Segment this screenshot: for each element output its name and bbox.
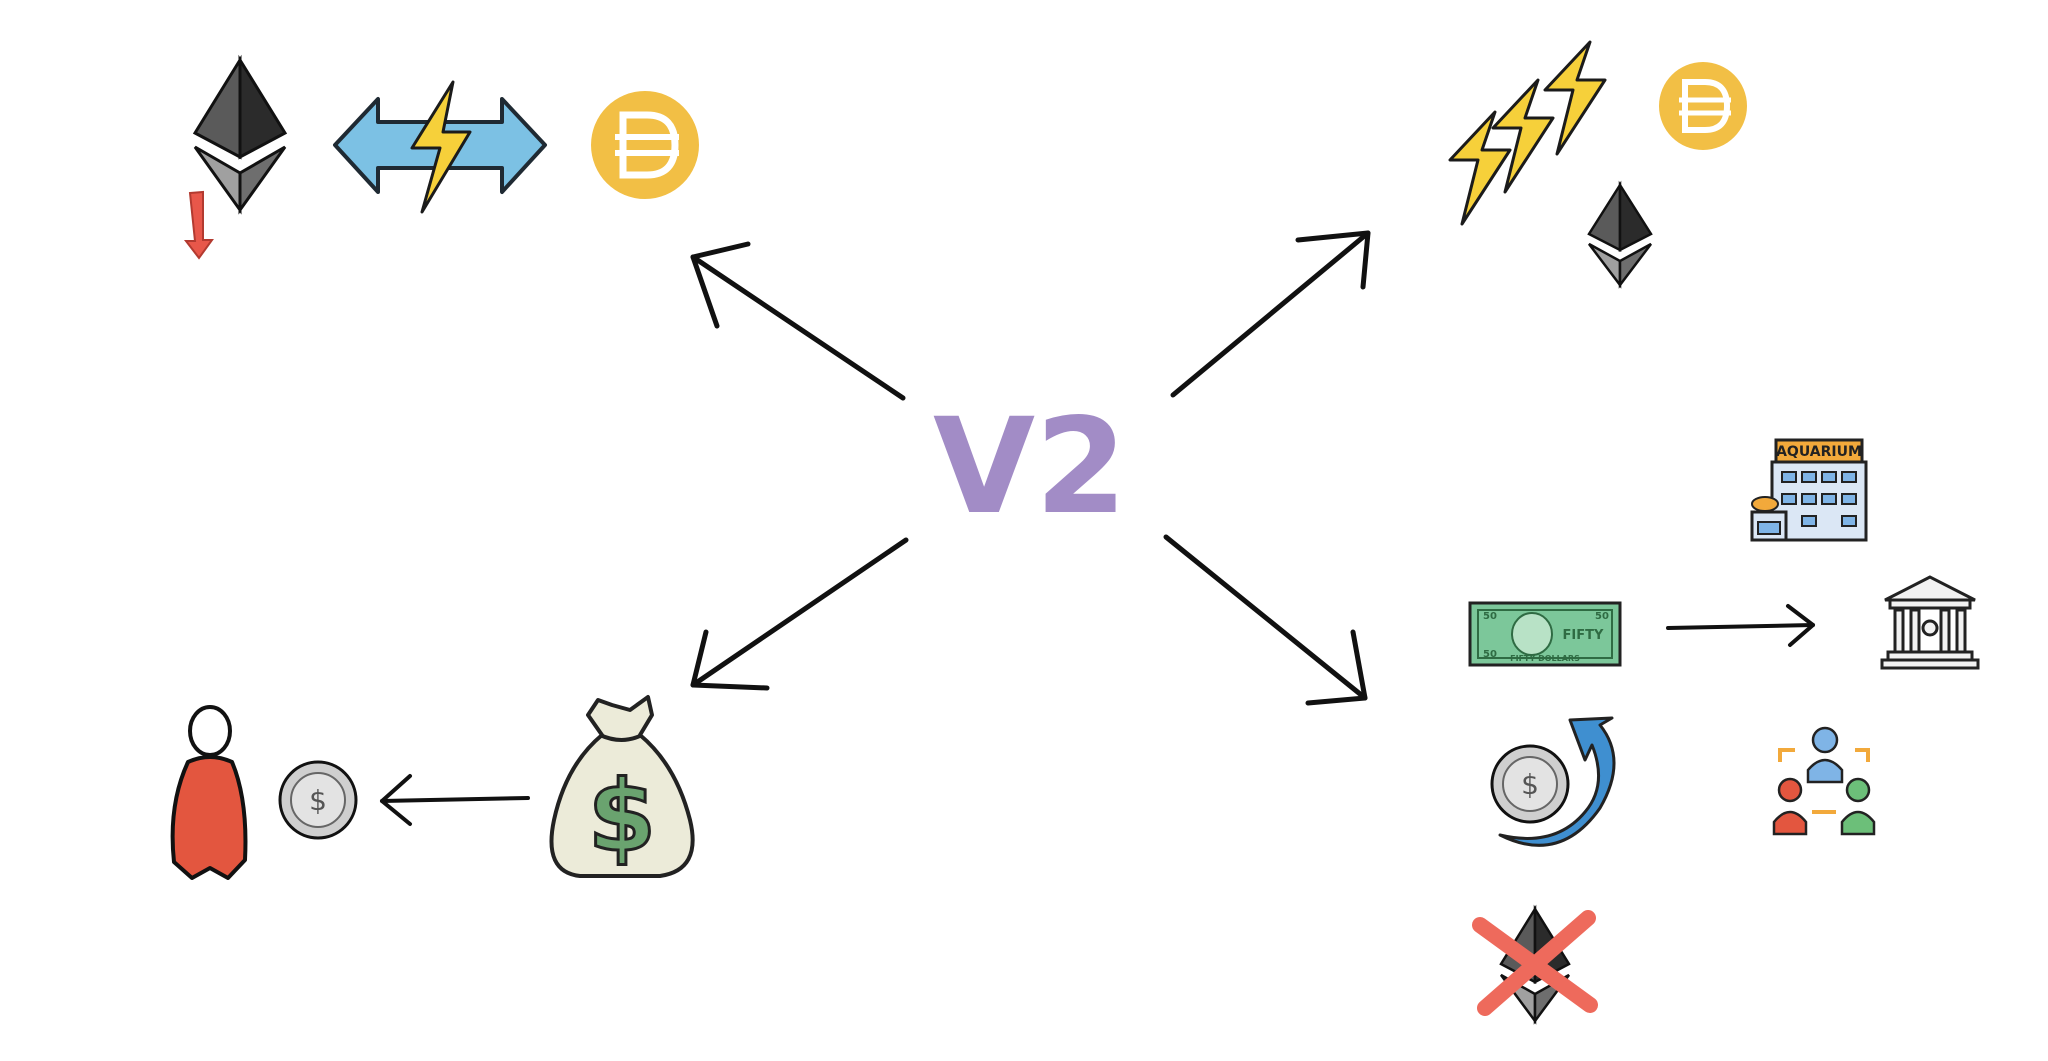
lightning-icon [410, 80, 472, 214]
money-bag-icon: $ [549, 695, 695, 878]
arrow-to-bottom-left [690, 537, 909, 691]
svg-text:$: $ [309, 784, 327, 817]
ethereum-icon [192, 54, 288, 215]
arrow-to-person [380, 774, 530, 826]
down-arrow-icon [183, 190, 214, 260]
person-icon [170, 705, 248, 880]
coin-cycle-icon: $ [1490, 716, 1616, 847]
people-exchange-icon [1772, 726, 1876, 836]
svg-text:50: 50 [1483, 649, 1497, 660]
center-label: V2 [933, 390, 1127, 544]
banknote-icon: 50 50 50 FIFTY FIFTY DOLLARS [1468, 601, 1622, 667]
arrow-to-bottom-right [1163, 534, 1368, 706]
coin-icon: $ [278, 760, 358, 840]
svg-text:AQUARIUM: AQUARIUM [1776, 444, 1862, 460]
svg-text:FIFTY DOLLARS: FIFTY DOLLARS [1510, 654, 1580, 663]
triple-lightning-icon [1448, 40, 1607, 226]
svg-text:50: 50 [1595, 611, 1609, 622]
svg-text:$: $ [588, 760, 656, 874]
arrow-to-bank [1666, 604, 1815, 647]
crossed-ethereum-icon [1472, 904, 1598, 1025]
arrow-to-top-right [1170, 230, 1371, 398]
dai-coin-icon [591, 91, 699, 199]
aquarium-building-icon: AQUARIUM [1750, 438, 1868, 542]
svg-text:$: $ [1521, 768, 1539, 801]
svg-text:FIFTY: FIFTY [1563, 628, 1604, 643]
dai-coin-icon [1659, 62, 1747, 150]
ethereum-icon [1587, 180, 1653, 289]
svg-text:50: 50 [1483, 611, 1497, 622]
bank-icon [1880, 575, 1980, 670]
arrow-to-top-left [690, 241, 906, 401]
